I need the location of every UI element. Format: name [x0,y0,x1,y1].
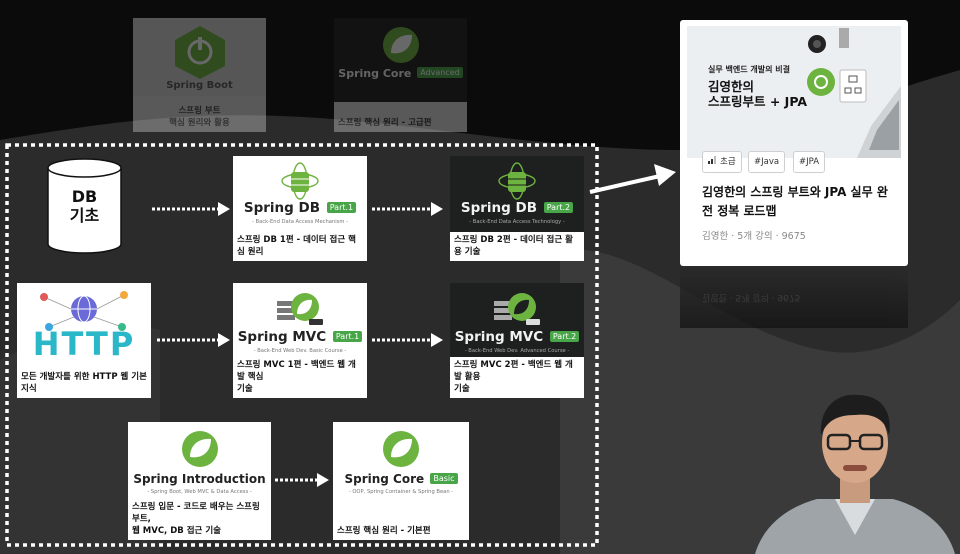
tag-jpa[interactable]: #JPA [793,151,826,173]
roadmap-card[interactable]: 실무 백엔드 개발의 비결 김영한의 스프링부트 + JPA 초급 #Java … [680,20,908,266]
database-atom-icon [498,162,536,200]
level-bars-icon [708,156,717,164]
database-atom-icon [281,162,319,200]
roadmap-card-reflection: 김영한 · 5개 강의 · 9675 [680,268,908,328]
spring-core-adv-title: Spring Core [338,67,412,80]
spring-mvc-1-subtitle: - Back-End Web Dev. Basic Course - [253,348,347,354]
spring-mvc-2-subtitle: - Back-End Web Dev. Advanced Course - [464,348,570,354]
spring-mvc-2-title: Spring MVC [454,329,544,345]
http-caption: 모든 개발자를 위한 HTTP 웹 기본 지식 [17,369,151,398]
tag-java[interactable]: #Java [748,151,786,173]
course-card-spring-db-2[interactable]: Spring DB Part.2 - Back-End Data Access … [450,156,584,261]
presenter-video [755,394,955,554]
mvc-server-icon [277,293,323,325]
part-badge: Part.2 [543,202,574,213]
course-card-spring-db-1[interactable]: Spring DB Part.1 - Back-End Data Access … [233,156,367,261]
level-tag-label: 초급 [720,157,736,167]
course-card-spring-boot[interactable]: Spring Boot 스프링 부트 핵심 원리와 활용 [133,18,266,132]
spring-db-2-caption: 스프링 DB 2편 - 데이터 접근 활용 기술 [450,232,584,261]
reflection-text: 김영한 · 5개 강의 · 9675 [702,292,801,302]
spring-db-2-subtitle: - Back-End Data Access Technology - [469,219,565,225]
spring-db-1-caption: 스프링 DB 1편 - 데이터 접근 핵심 원리 [233,232,367,261]
course-card-spring-core-basic[interactable]: Spring Core Basic - OOP, Spring Containe… [333,422,469,540]
spring-intro-caption: 스프링 입문 - 코드로 배우는 스프링 부트, 웹 MVC, DB 접근 기술 [128,499,271,540]
spring-boot-caption: 스프링 부트 핵심 원리와 활용 [133,103,266,132]
db-basics-cylinder[interactable] [47,158,122,254]
course-card-spring-intro[interactable]: Spring Introduction - Spring Boot, Web M… [128,422,271,540]
spring-core-basic-title: Spring Core [344,472,425,486]
level-tag[interactable]: 초급 [702,151,742,173]
spring-mvc-2-caption: 스프링 MVC 2편 - 백엔드 웹 개발 활용 기술 [450,357,584,398]
spring-mvc-1-title: Spring MVC [237,329,327,345]
network-globe-icon [40,291,128,331]
mvc-server-icon [494,293,540,325]
spring-core-basic-subtitle: - OOP, Spring Container & Spring Bean - [348,489,454,495]
roadmap-title[interactable]: 김영한의 스프링 부트와 JPA 실무 완전 정복 로드맵 [702,185,888,218]
course-card-spring-mvc-2[interactable]: Spring MVC Part.2 - Back-End Web Dev. Ad… [450,283,584,398]
banner-title: 김영한의 스프링부트 + JPA [708,79,808,109]
spring-intro-title: Spring Introduction [133,472,266,486]
course-card-spring-core-advanced[interactable]: Spring Core Advanced 스프링 핵심 원리 - 고급편 [334,18,467,132]
spring-leaf-icon [181,431,218,467]
roadmap-meta: 김영한 · 5개 강의 · 9675 [702,231,806,242]
spring-boot-logo-icon [174,26,225,79]
spring-leaf-icon [383,431,419,467]
basic-badge: Basic [430,473,458,484]
http-title: HTTP [32,325,136,363]
desk-illustration [807,28,901,158]
spring-db-1-title: Spring DB [243,200,320,216]
spring-leaf-icon [382,27,419,63]
part-badge: Part.2 [549,331,580,342]
course-card-spring-mvc-1[interactable]: Spring MVC Part.1 - Back-End Web Dev. Ba… [233,283,367,398]
spring-intro-subtitle: - Spring Boot, Web MVC & Data Access - [147,489,252,495]
advanced-badge: Advanced [417,67,463,78]
spring-db-2-title: Spring DB [460,200,537,216]
roadmap-banner: 실무 백엔드 개발의 비결 김영한의 스프링부트 + JPA [687,26,901,158]
spring-core-basic-caption: 스프링 핵심 원리 - 기본편 [333,523,469,540]
banner-tagline: 실무 백엔드 개발의 비결 [708,65,790,74]
spring-core-adv-caption: 스프링 핵심 원리 - 고급편 [334,115,467,132]
spring-mvc-1-caption: 스프링 MVC 1편 - 백엔드 웹 개발 핵심 기술 [233,357,367,398]
spring-boot-title: Spring Boot [166,80,233,91]
part-badge: Part.1 [326,202,357,213]
part-badge: Part.1 [332,331,363,342]
course-card-http[interactable]: HTTP 모든 개발자를 위한 HTTP 웹 기본 지식 [17,283,151,398]
spring-db-1-subtitle: - Back-End Data Access Mechanism - [252,219,348,225]
db-basics-label: DB 기초 [69,187,100,225]
